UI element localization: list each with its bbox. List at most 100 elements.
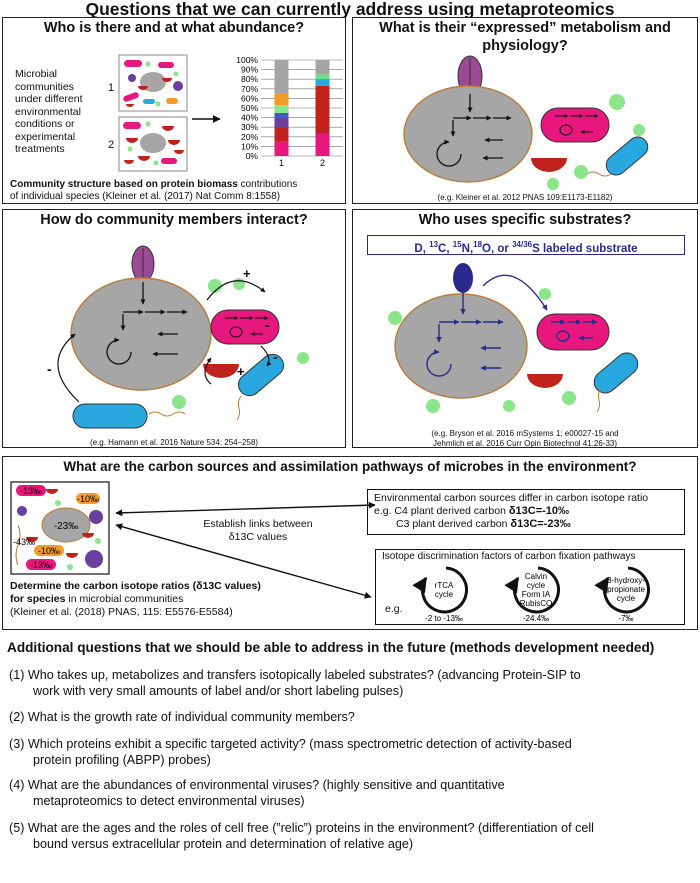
panel-interact-title: How do community members interact? — [40, 212, 308, 228]
future-question-1: (1) Who takes up, metabolizes and transf… — [9, 668, 581, 698]
panel-carbon: What are the carbon sources and assimila… — [2, 456, 698, 630]
isotope-discrimination-box: Isotope discrimination factors of carbon… — [375, 549, 685, 625]
caption-rest: contributions — [237, 179, 298, 190]
x-tick-label: 2 — [320, 158, 325, 168]
environmental-sources-box: Environmental carbon sources differ in c… — [367, 489, 685, 535]
svg-text:rTCA: rTCA — [435, 581, 454, 590]
blue-cell — [605, 136, 649, 176]
establish-text: Establish links between δ13C values — [203, 518, 313, 543]
bar-segment — [274, 93, 289, 106]
bar-segment — [315, 60, 330, 75]
svg-text:Form IA: Form IA — [522, 590, 551, 599]
cell-value-e: -13‰ — [30, 560, 52, 570]
bar-segment — [315, 85, 330, 134]
cell-value-a: -13‰ — [20, 486, 42, 496]
interaction-plus: + — [243, 266, 251, 281]
interaction-minus: - — [47, 361, 52, 377]
panel-interact: How do community members interact? — [2, 209, 346, 448]
x-tick-label: 1 — [279, 158, 284, 168]
interaction-minus: - — [273, 349, 278, 365]
svg-text:cycle: cycle — [617, 594, 636, 603]
y-tick-label: 80% — [241, 74, 258, 84]
metabolism-citation: (e.g. Kleiner et al. 2012 PNAS 109:E1173… — [437, 193, 613, 202]
future-question-3: (3) Which proteins exhibit a specific ta… — [9, 737, 572, 767]
blue-cell — [72, 403, 148, 429]
sample-label-1: 1 — [108, 82, 115, 94]
future-heading: Additional questions that we should be a… — [7, 640, 655, 655]
abundance-arrow — [192, 115, 221, 123]
future-question-5: (5) What are the ages and the roles of c… — [9, 821, 594, 851]
cell-value-d: -10‰ — [38, 546, 60, 556]
community-thumbnails — [118, 54, 188, 172]
svg-text:-7‰: -7‰ — [618, 614, 633, 623]
bar-segment — [315, 79, 330, 86]
eg-label: e.g. — [385, 603, 403, 615]
y-tick-label: 10% — [241, 141, 258, 151]
svg-text:cycle: cycle — [435, 590, 454, 599]
grey-cell — [403, 85, 533, 183]
interaction-diagram: + - + - - — [47, 245, 309, 429]
panel-substrates-title: Who uses specific substrates? — [418, 212, 632, 228]
labeled-membrane-protein — [453, 263, 473, 293]
community-thumbnail-2 — [118, 116, 188, 172]
hydroxypropionate-cycle: 3-hydroxy- propionate cycle -7‰ — [594, 566, 650, 623]
cell-value-b: -10‰ — [77, 494, 99, 504]
cell-value-center: -23‰ — [54, 521, 78, 532]
y-tick-label: 0% — [246, 151, 259, 161]
bar-segment — [274, 60, 289, 94]
panel-abundance: Who is there and at what abundance? Micr… — [2, 17, 346, 204]
bar-segment — [274, 117, 289, 128]
future-question-4: (4) What are the abundances of environme… — [9, 778, 505, 808]
metabolism-diagram — [403, 55, 649, 190]
y-tick-label: 20% — [241, 132, 258, 142]
main-title: Questions that we can currently address … — [85, 0, 615, 19]
cell-value-c: -43‰ — [13, 537, 35, 547]
svg-text:Calvin: Calvin — [525, 572, 547, 581]
bar-segment — [274, 112, 289, 118]
bar-segment — [274, 105, 289, 113]
panel-substrates: Who uses specific substrates? D, 13C, 15… — [352, 209, 698, 448]
grey-cell — [394, 293, 528, 399]
isotope-box-title: Isotope discrimination factors of carbon… — [382, 551, 636, 562]
fixation-cycles: rTCA cycle -2 to -13‰ Calvin cycle Form … — [412, 566, 650, 623]
bar-segment — [315, 133, 330, 156]
rtca-cycle: rTCA cycle -2 to -13‰ — [412, 566, 468, 623]
caption-bold: Community structure based on protein bio… — [10, 179, 238, 190]
y-tick-label: 90% — [241, 65, 258, 75]
interact-citation: (e.g. Hamann et al. 2016 Nature 534: 254… — [89, 438, 259, 447]
y-tick-label: 100% — [236, 56, 258, 65]
red-cell — [203, 364, 239, 378]
y-tick-label: 60% — [241, 93, 258, 103]
panel-carbon-title: What are the carbon sources and assimila… — [63, 459, 637, 474]
y-tick-label: 40% — [241, 113, 258, 123]
labeled-substrate-box: D, 13C, 15N,18O, or 34/36S labeled subst… — [367, 235, 685, 255]
bar-segment — [315, 74, 330, 80]
substrate-diagram — [388, 263, 639, 413]
isotope-community-box: -23‰ -13‰ -10‰ -43‰ -10‰ -13‰ — [10, 481, 110, 575]
caption-line2: of individual species (Kleiner et al. (2… — [10, 191, 281, 202]
future-question-2: (2) What is the growth rate of individua… — [9, 710, 355, 724]
link-arrows — [115, 501, 376, 599]
svg-text:3-hydroxy-: 3-hydroxy- — [607, 576, 645, 585]
interaction-minus: - — [265, 317, 270, 333]
svg-text:-24.4‰: -24.4‰ — [523, 614, 549, 623]
svg-text:RubisCO: RubisCO — [520, 599, 552, 608]
calvin-cycle: Calvin cycle Form IA RubisCO -24.4‰ — [504, 566, 560, 623]
determine-text: Determine the carbon isotope ratios (δ13… — [10, 580, 261, 618]
red-cell — [527, 374, 563, 388]
bar-segment — [274, 127, 289, 142]
svg-text:propionate: propionate — [607, 585, 645, 594]
blue-cell — [238, 353, 284, 397]
y-tick-label: 30% — [241, 122, 258, 132]
grey-cell — [70, 277, 212, 391]
y-tick-label: 70% — [241, 84, 258, 94]
panel-metabolism-title: What is their “expressed” metabolism and… — [379, 20, 671, 54]
panel-metabolism: What is their “expressed” metabolism and… — [352, 17, 698, 204]
community-description: Microbial communities under different en… — [15, 68, 83, 155]
red-cell — [531, 158, 567, 172]
substrates-citation: (e.g. Bryson et al. 2016 mSystems 1: e00… — [431, 429, 619, 448]
interaction-plus: + — [237, 364, 245, 379]
panel-abundance-title: Who is there and at what abundance? — [43, 20, 305, 36]
pink-cell — [540, 107, 610, 143]
